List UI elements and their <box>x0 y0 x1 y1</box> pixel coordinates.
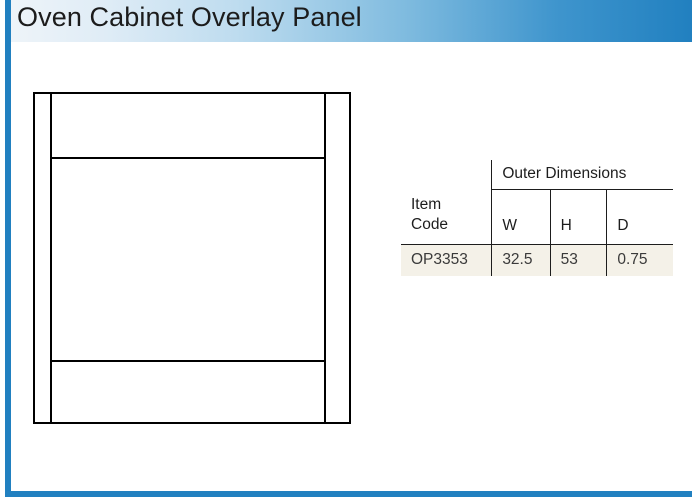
cabinet-panel-drawing <box>33 92 351 424</box>
group-header-spacer <box>401 160 492 189</box>
table-row: OP3353 32.5 53 0.75 <box>401 244 673 276</box>
cabinet-panel-drawing-svg <box>33 92 351 424</box>
panel-outline <box>33 92 351 424</box>
column-header-h: H <box>549 189 607 245</box>
cell-h: 53 <box>549 244 607 276</box>
title-bar: Oven Cabinet Overlay Panel <box>11 0 692 42</box>
column-header-item-code-line1: Item <box>411 196 442 214</box>
table-group-header-row: Outer Dimensions <box>401 160 673 190</box>
column-header-w: W <box>491 189 551 245</box>
column-header-d: D <box>606 189 673 245</box>
page-title: Oven Cabinet Overlay Panel <box>17 2 362 32</box>
application-panel: Oven Cabinet Overlay Panel <box>5 0 692 497</box>
cell-w: 32.5 <box>491 244 551 276</box>
column-header-item-code: Item Code <box>401 189 492 245</box>
dimensions-table: Outer Dimensions Item Code W H D OP3353 … <box>401 160 673 276</box>
table-column-header-row: Item Code W H D <box>401 189 673 245</box>
column-header-item-code-line2: Code <box>411 216 449 234</box>
group-header-outer-dimensions: Outer Dimensions <box>491 160 673 190</box>
cell-d: 0.75 <box>606 244 673 276</box>
cell-item-code: OP3353 <box>401 244 492 276</box>
content-area: Outer Dimensions Item Code W H D OP3353 … <box>11 42 692 491</box>
